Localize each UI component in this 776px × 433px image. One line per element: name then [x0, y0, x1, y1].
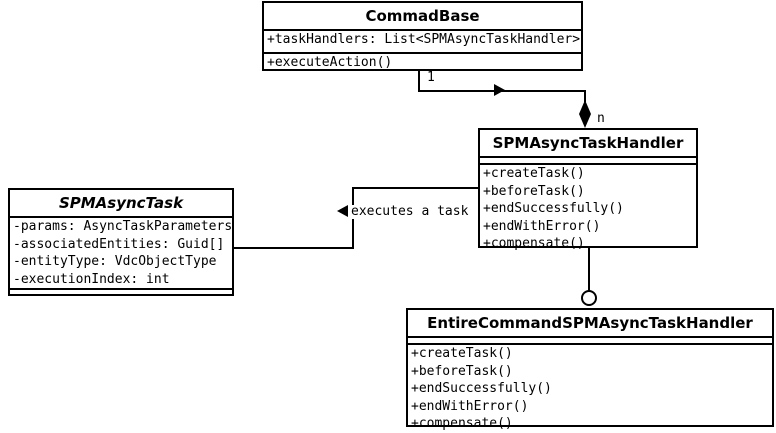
class-separator [10, 288, 232, 290]
attribute-row: -params: AsyncTaskParameters [13, 219, 233, 234]
method-row: +createTask() [483, 166, 585, 181]
composition-segment-vertical-right [584, 90, 586, 102]
association-segment-top [352, 187, 478, 189]
composition-direction-arrowhead [494, 84, 505, 96]
class-separator [480, 163, 696, 165]
methods-compartment-spm-async-task-handler: +createTask() +beforeTask() +endSuccessf… [480, 165, 696, 253]
class-separator [408, 343, 772, 345]
method-row: +beforeTask() [411, 363, 513, 379]
class-name-entire-command-spm-async-task-handler: EntireCommandSPMAsyncTaskHandler [427, 314, 753, 332]
method-row: +endWithError() [483, 218, 601, 234]
attributes-compartment-spm-async-task: -params: AsyncTaskParameters -associated… [10, 218, 232, 288]
class-separator [10, 216, 232, 218]
attribute-row: -associatedEntities: Guid[] [13, 236, 225, 252]
methods-compartment-entire-command: +createTask() +beforeTask() +endSuccessf… [408, 345, 772, 433]
association-arrowhead [337, 205, 348, 217]
method-row: +beforeTask() [483, 183, 585, 199]
methods-compartment-spm-async-task [10, 290, 232, 295]
attribute-row: +taskHandlers: List<SPMAsyncTaskHandler> [267, 32, 581, 47]
attributes-compartment-commad-base: +taskHandlers: List<SPMAsyncTaskHandler> [264, 31, 581, 52]
method-row: +executeAction() [267, 55, 393, 70]
association-segment-bottom [234, 247, 354, 249]
method-row: +endSuccessfully() [411, 381, 552, 396]
class-box-entire-command-spm-async-task-handler[interactable]: EntireCommandSPMAsyncTaskHandler +create… [406, 308, 774, 431]
realization-segment-vertical [588, 248, 590, 294]
interface-socket-icon [581, 290, 597, 306]
class-name-commad-base: CommadBase [365, 7, 480, 25]
class-separator [408, 336, 772, 338]
composition-segment-vertical-left [418, 70, 420, 92]
class-separator [480, 156, 696, 158]
method-row: +endSuccessfully() [483, 201, 624, 216]
class-name-spm-async-task-handler: SPMAsyncTaskHandler [492, 134, 684, 152]
class-name-spm-async-task: SPMAsyncTask [58, 194, 184, 212]
method-row: +createTask() [411, 346, 513, 361]
attribute-row: -entityType: VdcObjectType [13, 254, 217, 269]
methods-compartment-commad-base: +executeAction() [264, 54, 581, 73]
method-row: +endWithError() [411, 398, 529, 414]
multiplicity-source-label: 1 [427, 70, 435, 85]
class-box-spm-async-task[interactable]: SPMAsyncTask -params: AsyncTaskParameter… [8, 188, 234, 296]
class-box-spm-async-task-handler[interactable]: SPMAsyncTaskHandler +createTask() +befor… [478, 128, 698, 251]
method-row: +compensate() [483, 236, 585, 251]
multiplicity-target-label: n [597, 111, 605, 126]
class-box-commad-base[interactable]: CommadBase +taskHandlers: List<SPMAsyncT… [262, 1, 583, 71]
attribute-row: -executionIndex: int [13, 271, 170, 287]
method-row: +compensate() [411, 416, 513, 431]
class-separator [264, 29, 581, 31]
class-separator [264, 52, 581, 54]
association-label: executes a task [351, 204, 469, 219]
